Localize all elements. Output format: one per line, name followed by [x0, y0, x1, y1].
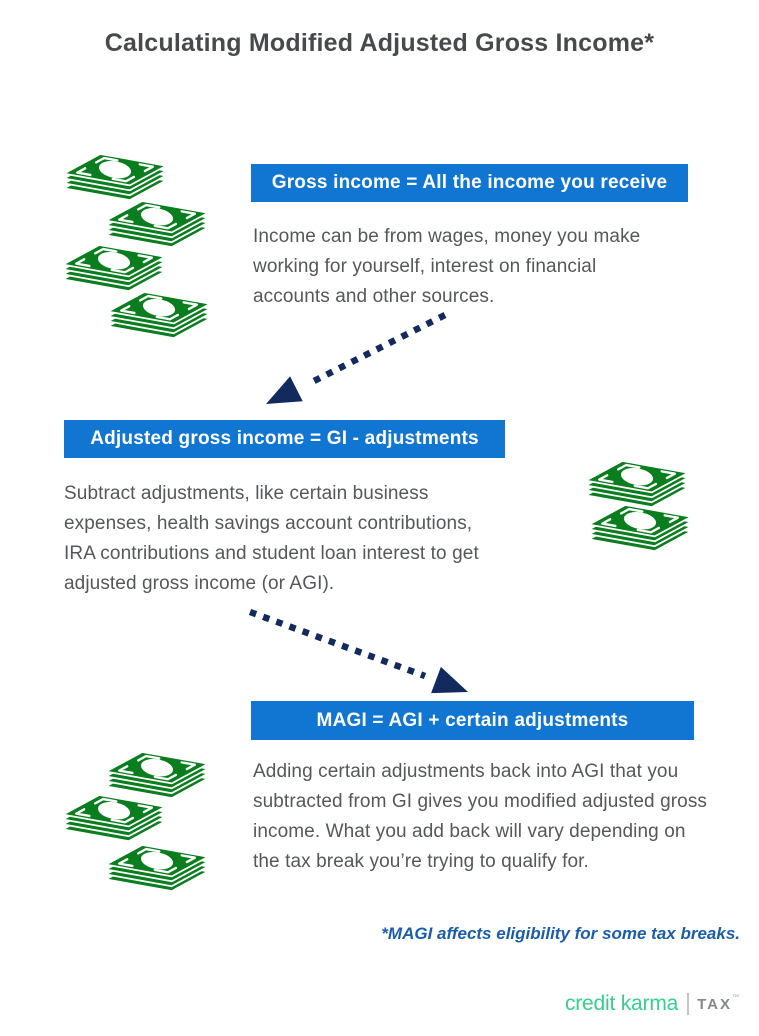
magi-banner: MAGI = AGI + certain adjustments: [251, 701, 694, 740]
gross-income-description: Income can be from wages, money you make…: [253, 226, 641, 307]
dotted-arrow-down-left-icon: [266, 312, 447, 404]
tax-wordmark: TAX: [697, 995, 732, 1013]
money-stack-icon: [587, 503, 693, 553]
footnote: *MAGI affects eligibility for some tax b…: [381, 924, 740, 943]
money-stack-icon: [106, 290, 212, 340]
gross-income-banner: Gross income = All the income you receiv…: [251, 164, 688, 202]
logo-divider: [687, 993, 690, 1015]
page-title: Calculating Modified Adjusted Gross Inco…: [104, 29, 655, 57]
adjusted-gross-income-banner: Adjusted gross income = GI - adjustments: [64, 420, 505, 458]
money-stack-icon: [61, 793, 167, 843]
money-stack-icon: [104, 843, 210, 893]
adjusted-gross-income-description: Subtract adjustments, like certain busin…: [64, 483, 479, 594]
credit-karma-wordmark: credit karma: [564, 992, 679, 1015]
trademark-mark: ™: [732, 994, 739, 1001]
dotted-arrow-down-right-icon: [248, 608, 468, 694]
magi-description: Adding certain adjustments back into AGI…: [253, 761, 708, 872]
credit-karma-tax-logo: credit karma TAX ™: [565, 992, 739, 1016]
